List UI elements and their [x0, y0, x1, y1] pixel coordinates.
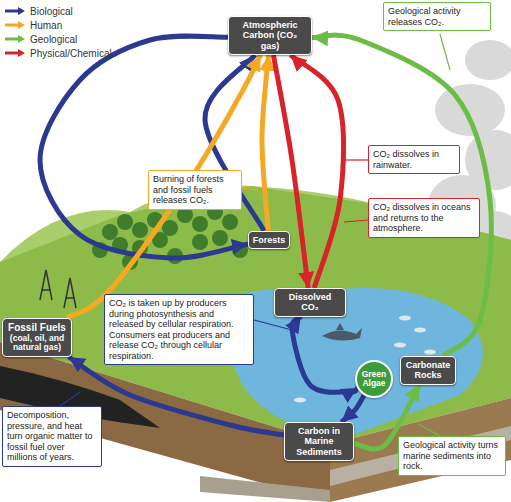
cycle-arrow — [273, 55, 308, 288]
legend-swatch — [4, 20, 26, 30]
legend-swatch — [4, 48, 26, 58]
carbon-reservoir: Forests — [248, 231, 290, 249]
organism-circle: Green Algae — [355, 360, 393, 398]
node-label: (coal, oil, and natural gas) — [7, 334, 67, 354]
callout-text: Geological activity turns marine sedimen… — [403, 440, 501, 472]
legend-item: Physical/Chemical — [4, 46, 112, 60]
callout-note: Burning of forests and fossil fuels rele… — [148, 170, 242, 210]
legend-item: Human — [4, 18, 112, 32]
legend-item: Biological — [4, 4, 112, 18]
legend-swatch — [4, 6, 26, 16]
legend-swatch — [4, 34, 26, 44]
carbon-reservoir: Fossil Fuels(coal, oil, and natural gas) — [2, 318, 72, 357]
callout-text: Decomposition, pressure, and heat turn o… — [7, 410, 97, 463]
callout-text: Geological activity releases CO₂. — [388, 6, 486, 27]
callout-note: Geological activity turns marine sedimen… — [398, 436, 506, 476]
carbon-reservoir: Carbonate Rocks — [400, 356, 456, 385]
rock-layer — [330, 426, 511, 486]
cycle-arrow — [341, 395, 364, 422]
cycle-arrow — [291, 55, 344, 288]
node-label: Fossil Fuels — [8, 322, 66, 334]
oil-derricks — [40, 270, 76, 308]
shark — [322, 323, 362, 341]
callout-note: CO₂ dissolves in rainwater. — [368, 145, 460, 174]
cycle-arrow — [292, 317, 357, 393]
carbon-reservoir: Dissolved CO₂ — [274, 288, 346, 317]
legend: BiologicalHumanGeologicalPhysical/Chemic… — [4, 4, 112, 60]
callout-text: Burning of forests and fossil fuels rele… — [153, 174, 237, 206]
lake — [224, 288, 483, 440]
node-label: Atmospheric Carbon (CO₂ gas) — [233, 20, 307, 51]
cycle-arrow — [40, 36, 248, 258]
callout-text: CO₂ is taken up by producers during phot… — [109, 298, 249, 361]
callout-text: CO₂ dissolves in rainwater. — [373, 149, 455, 170]
node-label: Carbonate Rocks — [405, 360, 451, 381]
legend-label: Human — [30, 20, 62, 31]
node-label: Carbon in Marine Sediments — [289, 426, 349, 457]
cycle-arrow — [67, 55, 260, 318]
cycle-arrow — [262, 55, 269, 231]
legend-item: Geological — [4, 32, 112, 46]
carbon-reservoir: Carbon in Marine Sediments — [284, 422, 354, 461]
node-label: Green Algae — [359, 370, 389, 389]
callout-note: CO₂ dissolves in oceans and returns to t… — [368, 198, 480, 238]
callout-text: CO₂ dissolves in oceans and returns to t… — [373, 202, 475, 234]
sediment-layer — [200, 476, 330, 502]
legend-label: Biological — [30, 6, 73, 17]
node-label: Dissolved CO₂ — [279, 292, 341, 313]
callout-note: Decomposition, pressure, and heat turn o… — [2, 406, 102, 467]
forest-trees — [92, 204, 248, 270]
node-label: Forests — [253, 235, 286, 245]
carbon-reservoir: Atmospheric Carbon (CO₂ gas) — [228, 16, 312, 55]
callout-note: Geological activity releases CO₂. — [383, 2, 491, 31]
legend-label: Physical/Chemical — [30, 48, 112, 59]
legend-label: Geological — [30, 34, 77, 45]
callout-note: CO₂ is taken up by producers during phot… — [104, 294, 254, 365]
